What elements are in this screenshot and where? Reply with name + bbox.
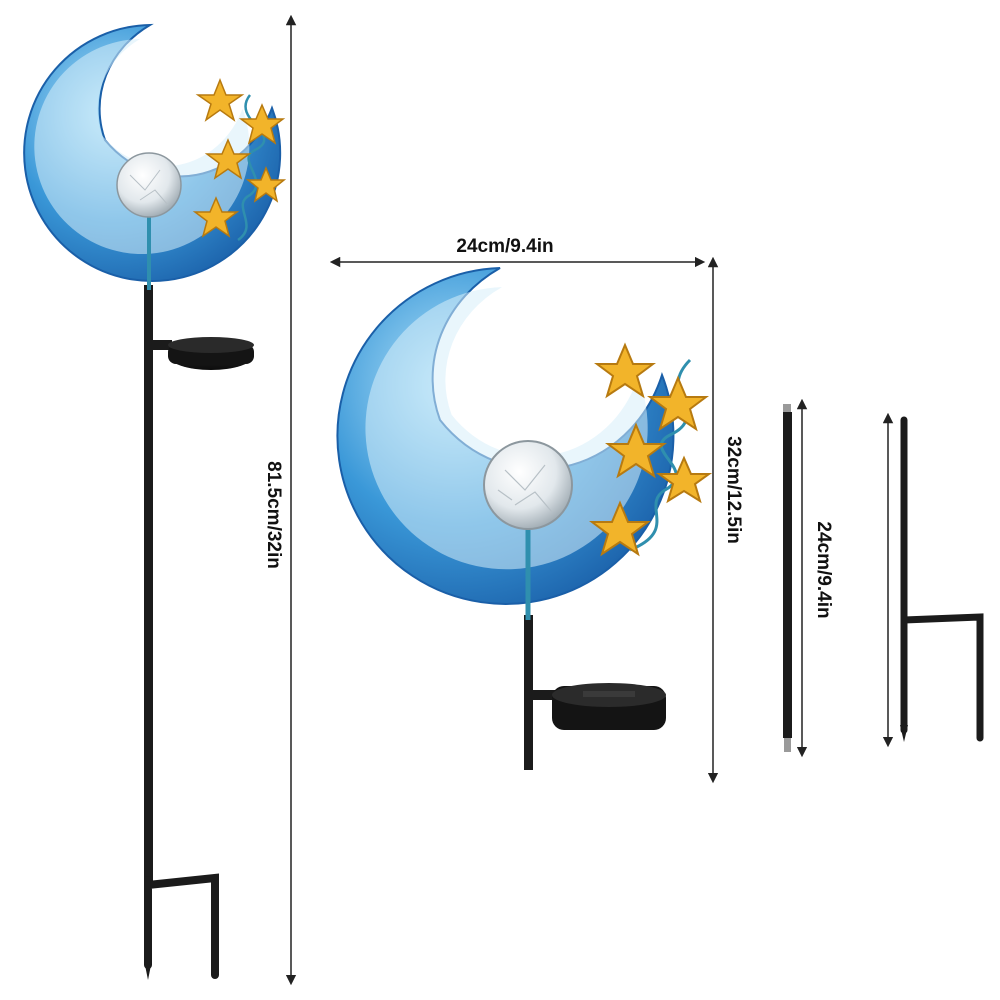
full-light-assembly — [23, 23, 287, 980]
crackle-glass-ball — [116, 152, 182, 290]
total-height-dimension: 81.5cm/32in — [263, 14, 297, 986]
head-width-dimension: 24cm/9.4in — [329, 236, 706, 268]
solar-panel — [150, 337, 254, 370]
head-height-dimension: 32cm/12.5in — [707, 256, 744, 784]
closeup-crescent-moon — [336, 267, 675, 605]
ground-stake-fork — [144, 873, 219, 979]
closeup-pole — [524, 615, 533, 770]
pole-segment — [783, 404, 792, 752]
stake-length-dimension: 24cm/9.4in — [796, 398, 834, 758]
gold-star-icons — [192, 77, 287, 238]
light-head-closeup — [336, 267, 713, 770]
main-pole — [144, 285, 153, 885]
stake-length-label: 24cm/9.4in — [813, 521, 834, 618]
total-height-label: 81.5cm/32in — [263, 461, 284, 569]
closeup-glass-ball — [483, 440, 573, 620]
head-height-label: 32cm/12.5in — [723, 436, 744, 544]
closeup-solar-panel — [530, 683, 666, 730]
ground-stake — [900, 416, 984, 742]
closeup-gold-star-icons — [589, 342, 713, 557]
head-width-label: 24cm/9.4in — [456, 236, 553, 257]
